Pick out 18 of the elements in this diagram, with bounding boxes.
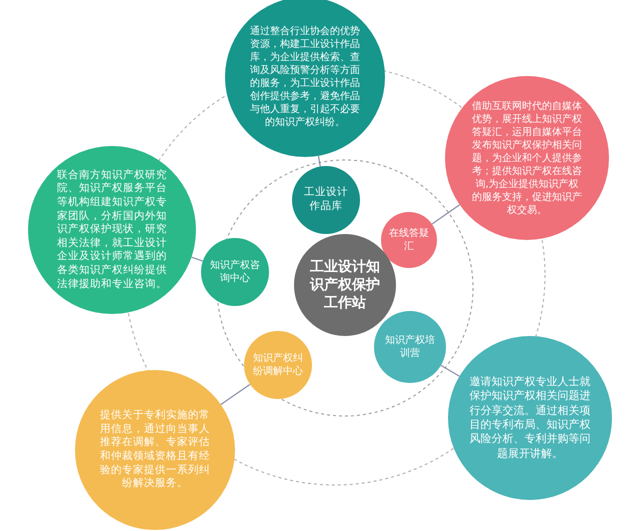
node-text: 在线答疑汇 — [389, 227, 429, 253]
node-text: 工业设计知识产权保护工作站 — [308, 258, 381, 312]
node-text: 知识产权培训营 — [384, 334, 436, 360]
circle-node — [374, 311, 446, 383]
node-text: 知识产权纠纷调解中心 — [252, 352, 304, 378]
node-text: 提供关于专利实施的常用信息，通过向当事人推荐在调解、专家评估和仲裁领域资格且有经验的专家提供一系列纠纷解决服务。 — [99, 409, 211, 491]
connector-line — [440, 364, 460, 377]
node-text: 工业设计作品库 — [303, 186, 349, 214]
node-text: 邀请知识产权专业人士就保护知识产权相关问题进行分享交流。通过相关项目的专利布局、知识产权风险分析、专利并购等问题展开讲解。 — [469, 375, 591, 461]
connector-line — [191, 256, 204, 262]
node-text: 知识产权咨询中心 — [210, 259, 260, 285]
node-text: 通过整合行业协会的优势资源，构建工业设计作品库，为企业提供检索、查询及风险预警分析等方面的服务，为工业设计作品创作提供参考，避免作品与他人重复，引起不必要的知识产权纠纷。 — [249, 25, 361, 129]
node-text: 借助互联网时代的自媒体优势，展开线上知识产权答疑汇，运用自媒体平台发布知识产权保护相关问题，为企业和个人提供参考；提供知识产权在线咨询,为企业提供知识产权的服务支持，促进知识产权交易。 — [471, 100, 583, 216]
connector-line — [318, 156, 321, 167]
connector-line — [220, 384, 250, 406]
node-text: 联合南方知识产权研究院、知识产权服务平台等机构组建知识产权专家团队，分析国内外知识产权保护现状，研究相关法律，就工业设计企业及设计师常遇到的各类知识产权纠纷提供法律援助和专业咨询。 — [56, 168, 168, 292]
circle-node — [292, 166, 360, 234]
connector-line — [432, 204, 460, 225]
